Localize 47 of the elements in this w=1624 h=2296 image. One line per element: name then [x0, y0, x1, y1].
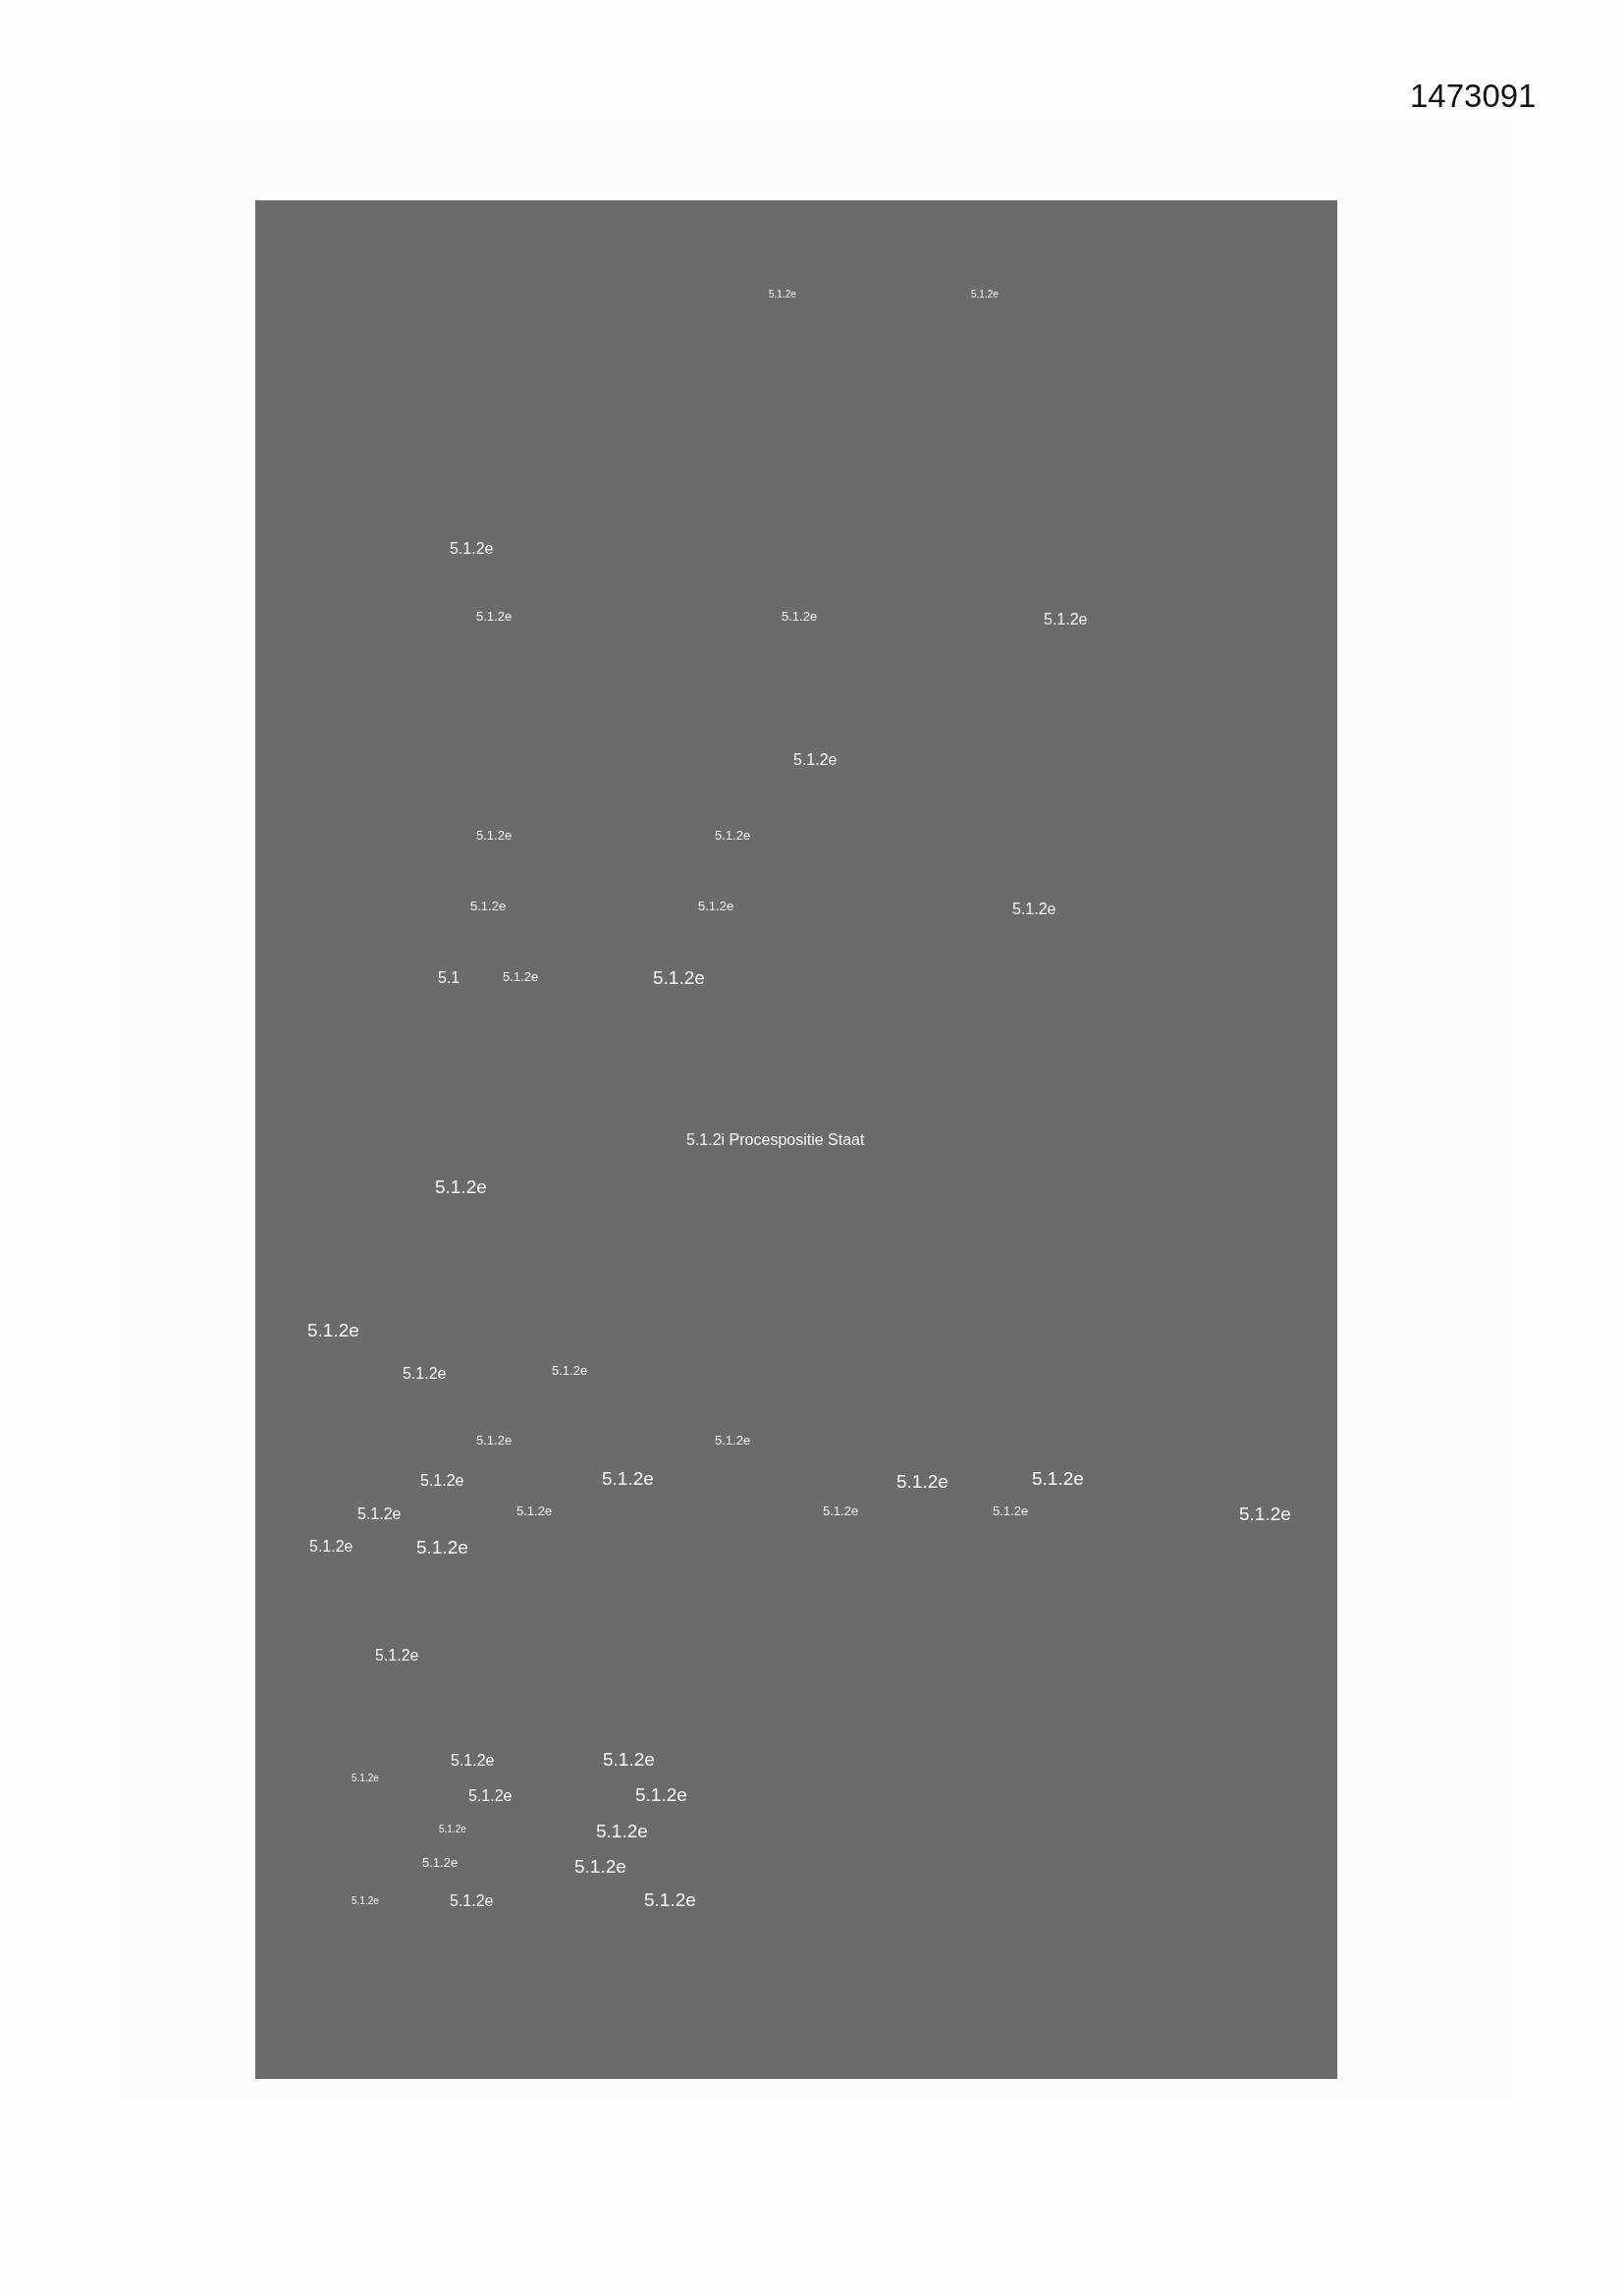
redaction-code: 5.1.2e: [971, 289, 999, 300]
redaction-code: 5.1.2e: [309, 1538, 353, 1556]
redaction-code: 5.1.2e: [1032, 1469, 1084, 1490]
redaction-code: 5.1.2e: [603, 1750, 655, 1771]
redaction-code: 5.1.2e: [470, 900, 507, 914]
redaction-code: 5.1.2e: [352, 1895, 379, 1906]
redaction-code: 5.1.2e: [715, 829, 751, 844]
redaction-code: 5.1.2e: [993, 1504, 1029, 1519]
redaction-code: 5.1: [438, 969, 460, 987]
redaction-code: 5.1.2e: [552, 1364, 588, 1379]
redaction-code: 5.1.2e: [653, 968, 705, 989]
redaction-code: 5.1.2e: [439, 1824, 466, 1834]
redaction-code: 5.1.2e: [793, 751, 838, 769]
redaction-code: 5.1.2e: [420, 1472, 464, 1490]
redaction-code: 5.1.2e: [1044, 611, 1088, 629]
redaction-code: 5.1.2e: [307, 1321, 359, 1341]
redaction-code: 5.1.2e: [503, 970, 539, 985]
redaction-code: 5.1.2e: [451, 1752, 495, 1770]
redaction-code: 5.1.2e: [435, 1177, 487, 1198]
redaction-code: 5.1.2e: [602, 1469, 654, 1490]
redaction-code: 5.1.2e: [450, 1892, 494, 1910]
redaction-code: 5.1.2e: [468, 1787, 513, 1805]
redaction-code: 5.1.2e: [450, 540, 494, 558]
redaction-code: 5.1.2e: [516, 1504, 553, 1519]
redaction-code: 5.1.2e: [715, 1434, 751, 1449]
redaction-code: 5.1.2e: [476, 610, 513, 625]
redaction-code: 5.1.2e: [422, 1856, 459, 1871]
redaction-code: 5.1.2e: [416, 1538, 468, 1558]
redaction-code: 5.1.2e: [596, 1822, 648, 1842]
redaction-code: 5.1.2e: [635, 1785, 687, 1806]
redaction-code: 5.1.2e: [574, 1857, 626, 1878]
redaction-code: 5.1.2e: [698, 900, 734, 914]
redaction-code: 5.1.2e: [476, 829, 513, 844]
redaction-code: 5.1.2e: [782, 610, 818, 625]
redaction-code: 5.1.2e: [769, 289, 796, 300]
redaction-code: 5.1.2e: [823, 1504, 859, 1519]
redaction-code: 5.1.2e: [352, 1773, 379, 1783]
redaction-code: 5.1.2e: [403, 1365, 447, 1383]
redaction-code: 5.1.2e: [357, 1505, 402, 1523]
document-number: 1473091: [1410, 79, 1537, 115]
redaction-code: 5.1.2e: [476, 1434, 513, 1449]
redaction-code: 5.1.2e: [375, 1647, 419, 1665]
redaction-code: 5.1.2e: [644, 1890, 696, 1911]
redaction-code: 5.1.2e: [896, 1472, 948, 1493]
section-heading: 5.1.2i Procespositie Staat: [686, 1131, 865, 1149]
redaction-code: 5.1.2e: [1239, 1504, 1291, 1525]
redaction-code: 5.1.2e: [1012, 901, 1056, 918]
